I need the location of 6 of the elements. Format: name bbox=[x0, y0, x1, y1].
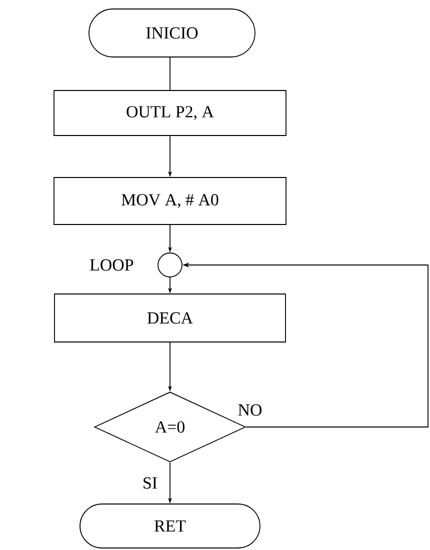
edge-label: SI bbox=[141, 476, 159, 490]
connector-circle bbox=[158, 252, 182, 278]
process-box: DECA bbox=[54, 294, 286, 342]
connector-label: LOOP bbox=[90, 259, 134, 271]
process-box: OUTL P2, A bbox=[54, 90, 286, 136]
process-box: MOV A, # A0 bbox=[54, 177, 286, 225]
